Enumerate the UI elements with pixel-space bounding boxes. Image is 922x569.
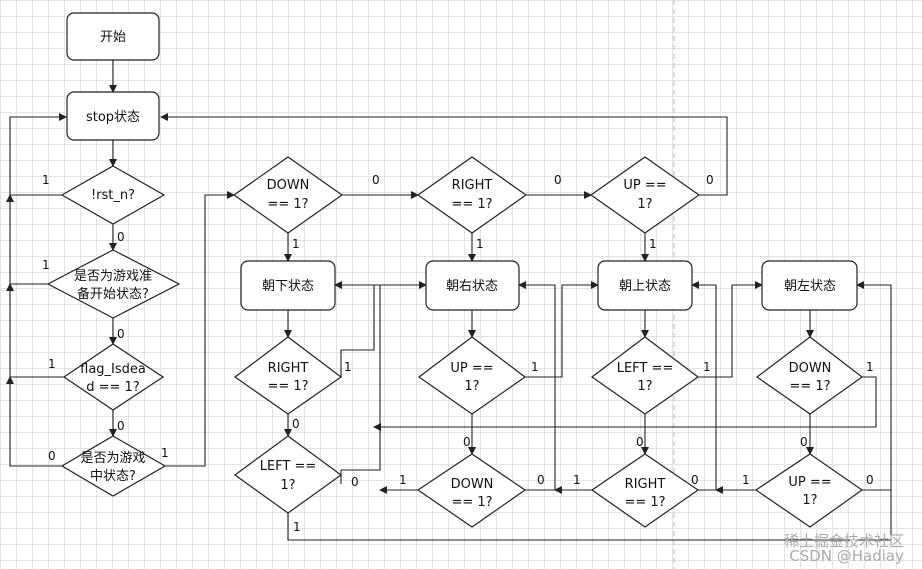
flag-label-2: d == 1?: [86, 380, 139, 395]
decision-down-top: DOWN == 1?: [232, 156, 344, 234]
state-facing-right: 朝右状态: [425, 260, 520, 311]
edge-c3-left-no: 0: [636, 435, 644, 449]
edge-d-down-no: 0: [372, 173, 380, 187]
d-up-label-2: 1?: [637, 197, 652, 212]
c3-left-label-2: 1?: [637, 379, 652, 394]
c4-down-label-1: DOWN: [789, 361, 832, 376]
decision-c2-down: DOWN == 1?: [416, 453, 527, 528]
edge-c3-left-yes: 1: [703, 360, 711, 374]
ready-label-1: 是否为游戏准: [74, 269, 152, 284]
decision-in-game: 是否为游戏 中状态?: [60, 435, 167, 497]
ingame-label-2: 中状态?: [90, 469, 136, 484]
edge-rst-yes: 1: [42, 173, 50, 187]
start-label: 开始: [100, 30, 126, 45]
node-start: 开始: [66, 12, 160, 61]
d-up-label-1: UP ==: [623, 178, 666, 193]
state-facing-left: 朝左状态: [761, 260, 858, 311]
edge-c4-down-yes: 1: [866, 360, 874, 374]
edge-flag-yes: 1: [48, 357, 56, 371]
watermark-line-2: CSDN @Hadiay: [789, 547, 904, 565]
edge-d-down-yes: 1: [292, 237, 300, 251]
edge-rst-no: 0: [117, 230, 125, 244]
c2-down-label-2: == 1?: [451, 495, 492, 510]
d-down-label-2: == 1?: [267, 197, 308, 212]
state-facing-down: 朝下状态: [240, 260, 336, 311]
flag-label-1: flag_Isdea: [80, 362, 146, 377]
edge-d-right-yes: 1: [476, 237, 484, 251]
edge-c1-left-no: 0: [351, 475, 359, 489]
c4-down-label-2: == 1?: [789, 379, 830, 394]
ingame-label-1: 是否为游戏: [80, 451, 145, 466]
decision-c4-down: DOWN == 1?: [755, 336, 864, 415]
s-down-label: 朝下状态: [262, 279, 314, 294]
c4-up-label-1: UP ==: [788, 475, 831, 490]
decision-flag-isdead: flag_Isdea d == 1?: [62, 343, 165, 411]
edge-c3-right-yes: 1: [573, 473, 581, 487]
c1-left-label-1: LEFT ==: [260, 459, 317, 474]
decision-c3-right: RIGHT == 1?: [590, 453, 700, 528]
c3-left-label-1: LEFT ==: [617, 361, 674, 376]
edge-c2-down-yes: 1: [399, 473, 407, 487]
decision-rst-n: !rst_n?: [60, 165, 166, 225]
ready-label-2: 备开始状态?: [77, 286, 149, 302]
decision-c1-left: LEFT == 1?: [233, 435, 343, 514]
rst-n-label: !rst_n?: [91, 188, 135, 203]
edge-ingame-no: 0: [48, 449, 56, 463]
c1-left-label-2: 1?: [280, 478, 295, 493]
edge-c4-down-no: 0: [800, 435, 808, 449]
state-facing-up: 朝上状态: [597, 260, 693, 311]
c4-up-label-2: 1?: [802, 493, 817, 508]
edge-c2-up-no: 0: [463, 435, 471, 449]
edge-labels: 1 0 1 0 1 0 0 1 0 1 0 1 0 1 1 0 0 1 1 0 …: [42, 173, 874, 534]
decision-c4-up: UP == 1?: [754, 453, 864, 528]
edge-c4-up-no: 0: [866, 473, 874, 487]
decision-c1-right: RIGHT == 1?: [233, 336, 343, 415]
c2-up-label-1: UP ==: [450, 361, 493, 376]
decision-c2-up: UP == 1?: [417, 336, 527, 415]
edge-c1-right-yes: 1: [344, 360, 352, 374]
s-left-label: 朝左状态: [784, 279, 836, 294]
d-right-label-1: RIGHT: [452, 178, 493, 193]
edge-c2-up-yes: 1: [531, 360, 539, 374]
edge-d-up-yes: 1: [649, 237, 657, 251]
edge-flag-no: 0: [117, 419, 125, 433]
watermark: 稀土掘金技术社区 CSDN @Hadiay: [784, 532, 904, 565]
edge-ingame-yes: 1: [161, 446, 169, 460]
edge-c1-right-no: 0: [292, 417, 300, 431]
c1-right-label-1: RIGHT: [268, 361, 309, 376]
c3-right-label-1: RIGHT: [625, 477, 666, 492]
decision-right-top: RIGHT == 1?: [416, 156, 528, 234]
edge-c3-right-no: 0: [691, 473, 699, 487]
s-right-label: 朝右状态: [446, 279, 498, 294]
d-right-label-2: == 1?: [451, 197, 492, 212]
c1-right-label-2: == 1?: [267, 379, 308, 394]
d-down-label-1: DOWN: [267, 178, 310, 193]
edge-c2-down-no: 0: [537, 473, 545, 487]
edge-c4-up-yes: 1: [742, 473, 750, 487]
edge-ready-yes: 1: [42, 258, 50, 272]
decision-c3-left: LEFT == 1?: [590, 336, 700, 415]
connectors: [6, 60, 892, 541]
c3-right-label-2: == 1?: [624, 495, 665, 510]
decision-ready: 是否为游戏准 备开始状态?: [46, 249, 181, 319]
c2-down-label-1: DOWN: [451, 477, 494, 492]
edge-d-up-no: 0: [706, 173, 714, 187]
edge-c1-left-yes: 1: [293, 520, 301, 534]
decision-up-top: UP == 1?: [589, 156, 701, 234]
s-up-label: 朝上状态: [619, 279, 671, 294]
edge-d-right-no: 0: [554, 173, 562, 187]
edge-ready-no: 0: [117, 327, 125, 341]
node-stop-state: stop状态: [66, 91, 160, 141]
c2-up-label-2: 1?: [464, 379, 479, 394]
watermark-line-1: 稀土掘金技术社区: [784, 532, 904, 550]
stop-state-label: stop状态: [86, 110, 140, 125]
